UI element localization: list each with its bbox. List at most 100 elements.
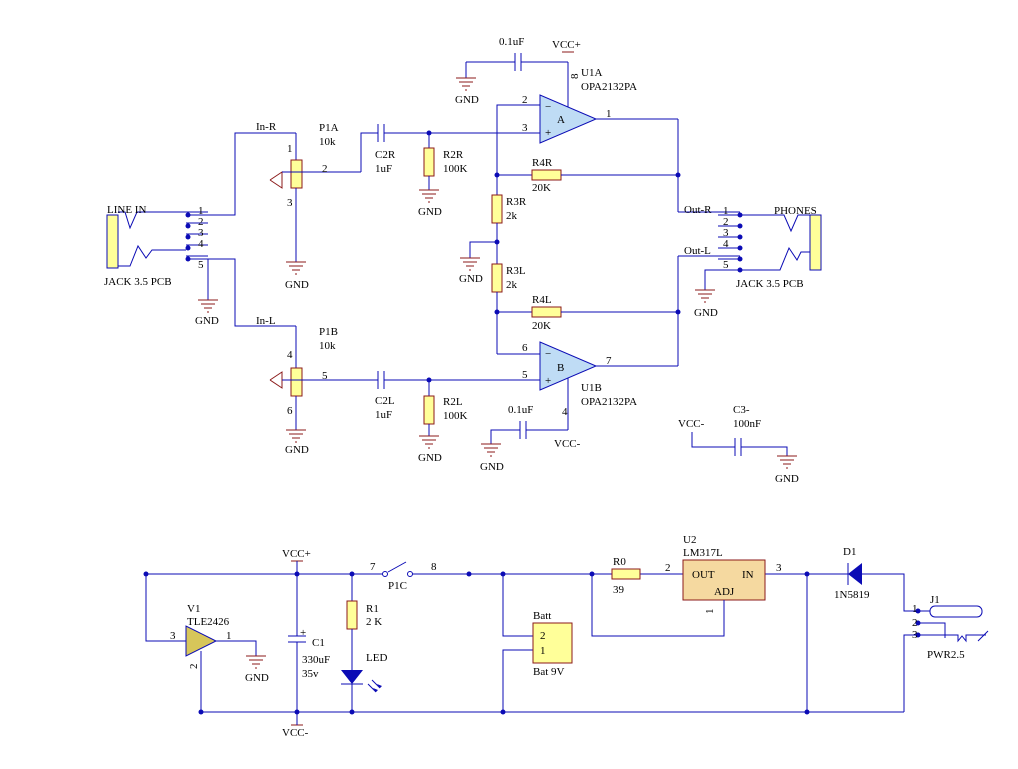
u1b-pin-inv: 6 xyxy=(522,342,528,354)
power-jack-j1: 1 2 3 J1 PWR2.5 xyxy=(912,594,989,661)
capacitor-bottom-decoupling: 0.1uF xyxy=(508,404,533,439)
c1-value: 330uF xyxy=(302,654,330,666)
svg-text:−: − xyxy=(545,348,551,360)
phones-pin-4: 4 xyxy=(723,238,729,250)
resistor-r4r: R4R 20K xyxy=(531,157,562,194)
opamp-u1a: − + A 2 3 1 8 U1A OPA2132PA xyxy=(522,67,637,144)
phones-pin-1: 1 xyxy=(723,205,729,217)
batt-pin-1: 1 xyxy=(540,645,546,657)
u1b-part: OPA2132PA xyxy=(581,396,637,408)
opamp-u1b: − + B 6 5 7 4 U1B OPA2132PA xyxy=(522,341,637,418)
p1a-ref: P1A xyxy=(319,122,339,134)
u2-pin-1: 1 xyxy=(704,609,716,615)
c3-value: 100nF xyxy=(733,418,761,430)
r2r-ref: R2R xyxy=(443,149,464,161)
c2r-value: 1uF xyxy=(375,163,392,175)
phones-pin-3: 3 xyxy=(723,227,729,239)
line-in-jack: 1 2 3 4 5 LINE IN JACK 3.5 PCB xyxy=(104,204,208,288)
phones-label: PHONES xyxy=(774,205,817,217)
c2l-ref: C2L xyxy=(375,395,395,407)
gnd-label: GND xyxy=(418,452,442,464)
line-in-pin-5: 5 xyxy=(198,259,204,271)
p1a-pin-2: 2 xyxy=(322,163,328,175)
v1-pin-1: 1 xyxy=(226,630,232,642)
svg-text:+: + xyxy=(545,375,551,387)
resistor-r3l: R3L 2k xyxy=(491,263,526,293)
u2-pin-2: 2 xyxy=(665,562,671,574)
batt-part: Bat 9V xyxy=(533,666,565,678)
u1a-ref: U1A xyxy=(581,67,602,79)
line-in-pin-1: 1 xyxy=(198,205,204,217)
v1-pin-2: 2 xyxy=(188,664,200,670)
u1b-ref: U1B xyxy=(581,382,602,394)
d1-part: 1N5819 xyxy=(834,589,870,601)
c1-ref: C1 xyxy=(312,637,325,649)
r2r-value: 100K xyxy=(443,163,468,175)
r3l-ref: R3L xyxy=(506,265,526,277)
line-in-part-label: JACK 3.5 PCB xyxy=(104,276,172,288)
r1-ref: R1 xyxy=(366,603,379,615)
gnd-symbol-c-bottom: GND xyxy=(480,443,504,473)
potentiometer-p1a: 1 2 3 P1A 10k xyxy=(269,122,361,262)
r0-value: 39 xyxy=(613,584,625,596)
gnd-label: GND xyxy=(195,315,219,327)
c-top-value: 0.1uF xyxy=(499,36,524,48)
u2-part: LM317L xyxy=(683,547,723,559)
u2-pin-3: 3 xyxy=(776,562,782,574)
p1c-pin-8: 8 xyxy=(431,561,437,573)
gnd-symbol-v1: GND xyxy=(245,655,269,684)
r3r-ref: R3R xyxy=(506,196,527,208)
resistor-r0: R0 39 xyxy=(611,556,641,596)
phones-jack: 1 2 3 4 5 PHONES JACK 3.5 PCB xyxy=(718,205,822,290)
v1-part: TLE2426 xyxy=(187,616,230,628)
u1a-pin-inv: 2 xyxy=(522,94,528,106)
resistor-r3r: R3R 2k xyxy=(491,194,527,224)
vcc-minus-label-c3: VCC- xyxy=(678,418,705,430)
vcc-plus-label-u1a: VCC+ xyxy=(552,39,581,51)
gnd-symbol-p1b: GND xyxy=(285,429,309,456)
net-label-out-l: Out-L xyxy=(684,245,711,257)
p1b-pin-5: 5 xyxy=(322,370,328,382)
buffer-v1: V1 TLE2426 3 1 2 xyxy=(170,603,232,669)
net-label-in-r: In-R xyxy=(256,121,277,133)
r2l-ref: R2L xyxy=(443,396,463,408)
phones-pin-2: 2 xyxy=(723,216,729,228)
c1-rating: 35v xyxy=(302,668,319,680)
gnd-symbol-r2r: GND xyxy=(418,189,442,218)
line-in-pin-4: 4 xyxy=(198,238,204,250)
r3l-value: 2k xyxy=(506,279,518,291)
switch-p1c: 7 8 P1C xyxy=(370,561,437,592)
line-in-pin-3: 3 xyxy=(198,227,204,239)
svg-text:−: − xyxy=(545,101,551,113)
r4l-ref: R4L xyxy=(532,294,552,306)
v1-ref: V1 xyxy=(187,603,200,615)
line-in-label: LINE IN xyxy=(107,204,146,216)
line-in-pin-2: 2 xyxy=(198,216,204,228)
p1b-ref: P1B xyxy=(319,326,338,338)
u1b-pin-out: 7 xyxy=(606,355,612,367)
u1a-part: OPA2132PA xyxy=(581,81,637,93)
r0-ref: R0 xyxy=(613,556,626,568)
capacitor-c3: C3- 100nF xyxy=(733,404,761,456)
u2-out: OUT xyxy=(692,569,715,581)
c3-ref: C3- xyxy=(733,404,750,416)
r2l-value: 100K xyxy=(443,410,468,422)
r1-value: 2 K xyxy=(366,616,382,628)
gnd-label: GND xyxy=(285,444,309,456)
regulator-u2: OUT IN ADJ U2 LM317L 2 3 1 xyxy=(665,534,782,614)
net-label-out-r: Out-R xyxy=(684,204,712,216)
resistor-r2r: R2R 100K xyxy=(423,147,468,177)
capacitor-c2l: C2L 1uF xyxy=(375,371,395,421)
potentiometer-p1b: 4 5 6 P1B 10k xyxy=(269,326,378,430)
gnd-symbol-r2l: GND xyxy=(418,435,442,464)
gnd-symbol-line-in: GND xyxy=(195,299,219,327)
vcc-plus-label: VCC+ xyxy=(282,548,311,560)
gnd-label: GND xyxy=(480,461,504,473)
p1a-pin-1: 1 xyxy=(287,143,293,155)
gnd-label: GND xyxy=(455,94,479,106)
resistor-r1: R1 2 K xyxy=(346,600,382,630)
u1b-unit: B xyxy=(557,362,564,374)
j1-part: PWR2.5 xyxy=(927,649,965,661)
svg-text:+: + xyxy=(545,127,551,139)
